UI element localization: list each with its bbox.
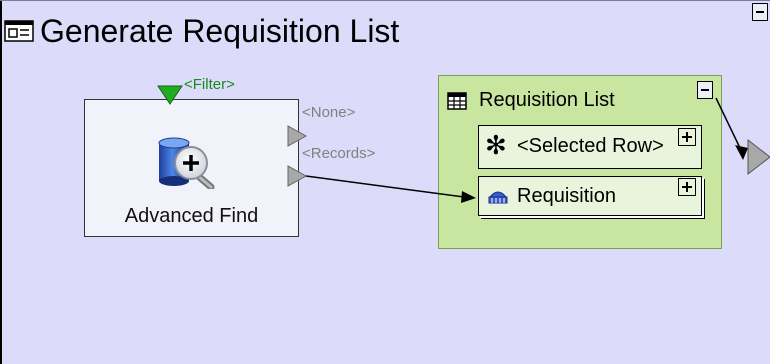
list-output-arrowhead	[735, 145, 748, 160]
selected-row-node[interactable]: ✻ <Selected Row>	[478, 125, 702, 169]
advanced-find-block[interactable]: Advanced Find	[84, 99, 299, 237]
page-title: Generate Requisition List	[40, 13, 400, 49]
requisition-list-collapse-button[interactable]	[697, 81, 713, 99]
selected-row-expand-button[interactable]	[678, 128, 696, 146]
records-port-label: <Records>	[302, 145, 376, 162]
table-icon	[447, 92, 467, 110]
requisition-expand-button[interactable]	[678, 178, 696, 196]
list-output-link[interactable]	[715, 97, 741, 149]
frame-top-border	[0, 0, 770, 1]
entity-icon	[488, 191, 508, 204]
asterisk-icon: ✻	[485, 130, 507, 160]
database-search-icon	[158, 137, 215, 189]
advanced-find-label: Advanced Find	[124, 205, 259, 227]
requisition-label: Requisition	[517, 185, 616, 207]
records-output-port[interactable]	[287, 165, 308, 187]
frame-collapse-button[interactable]	[752, 3, 768, 21]
frame-border	[0, 0, 2, 364]
none-port-label: <None>	[302, 104, 356, 121]
records-link-arrowhead	[461, 191, 476, 203]
selected-row-label: <Selected Row>	[517, 135, 664, 157]
filter-port[interactable]	[157, 85, 183, 105]
form-icon	[4, 20, 34, 42]
records-link[interactable]	[305, 175, 465, 198]
none-output-port[interactable]	[287, 125, 308, 147]
requisition-node[interactable]: Requisition	[478, 176, 702, 216]
requisition-list-title: Requisition List	[479, 89, 615, 111]
filter-port-label: <Filter>	[184, 76, 235, 93]
list-output-port[interactable]	[747, 138, 770, 176]
